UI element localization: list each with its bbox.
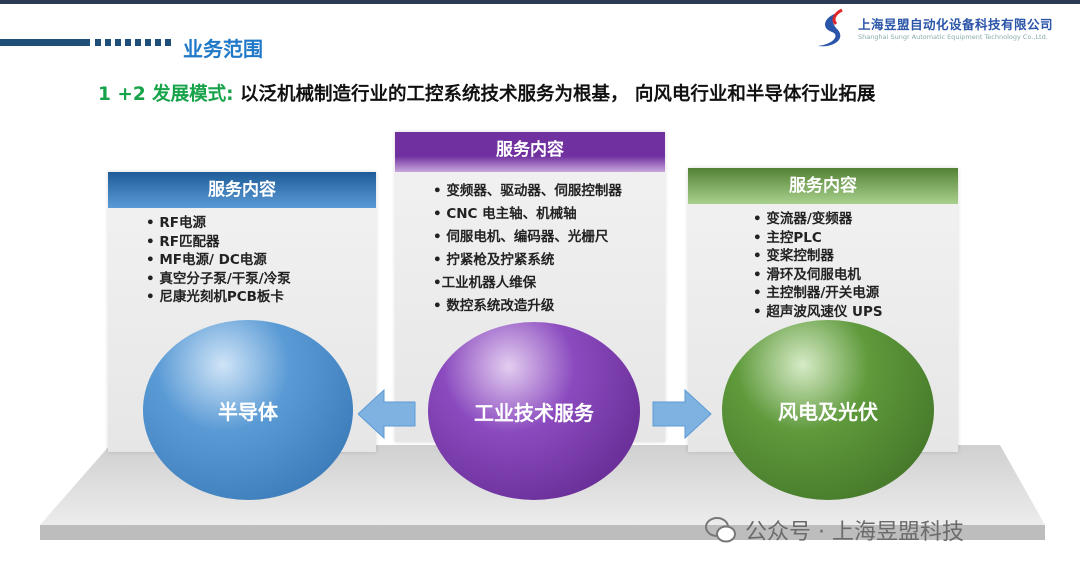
top-border <box>0 0 1080 4</box>
dash-decoration <box>155 39 161 46</box>
dash-decoration <box>115 39 121 46</box>
subtitle: 1 +2 发展模式: 以泛机械制造行业的工控系统技术服务为根基， 向风电行业和半… <box>98 80 875 106</box>
dash-decoration <box>95 39 101 46</box>
list-item: • 伺服电机、编码器、光栅尺 <box>433 229 609 245</box>
sphere-semiconductor: 半导体 <box>143 320 353 500</box>
list-item: • 滑环及伺服电机 <box>753 266 861 283</box>
company-name-en: Shanghai Sungr Automatic Equipment Techn… <box>858 33 1048 41</box>
list-item: • 数控系统改造升级 <box>433 298 555 314</box>
list-item: • 主控制器/开关电源 <box>753 285 880 301</box>
list-item: • 主控PLC <box>753 229 822 246</box>
subtitle-text: 以泛机械制造行业的工控系统技术服务为根基， 向风电行业和半导体行业拓展 <box>233 84 876 105</box>
dash-decoration <box>135 39 141 46</box>
arrow-left-icon <box>358 388 416 440</box>
list-item: • 变频器、驱动器、伺服控制器 <box>433 183 622 199</box>
sphere-industrial: 工业技术服务 <box>428 322 640 500</box>
panel-header: 服务内容 <box>108 172 376 208</box>
dash-decoration <box>105 39 111 46</box>
list-item: • RF匹配器 <box>146 233 220 250</box>
watermark: 公众号 · 上海昱盟科技 <box>705 514 964 546</box>
list-item: •工业机器人维保 <box>433 275 537 291</box>
logo-icon <box>818 8 843 47</box>
list-item: • RF电源 <box>146 215 206 231</box>
arrow-right-icon <box>652 388 712 440</box>
service-list: • 变流器/变频器 • 主控PLC • 变桨控制器 • 滑环及伺服电机 • 主控… <box>688 204 958 321</box>
title-bar-decoration <box>0 39 90 46</box>
list-item: • 变流器/变频器 <box>753 211 853 227</box>
panel-header: 服务内容 <box>395 132 665 172</box>
subtitle-highlight: 1 +2 发展模式: <box>98 84 234 105</box>
panel-header: 服务内容 <box>688 168 958 204</box>
dash-decoration <box>125 39 131 46</box>
list-item: • 拧紧枪及拧紧系统 <box>433 252 555 268</box>
list-item: • CNC 电主轴、机械轴 <box>433 206 577 222</box>
list-item: • 超声波风速仪 UPS <box>753 303 883 320</box>
watermark-text: 公众号 · 上海昱盟科技 <box>745 520 964 545</box>
company-name-cn: 上海昱盟自动化设备科技有限公司 <box>858 17 1054 32</box>
dash-decoration <box>165 39 171 46</box>
company-logo: 上海昱盟自动化设备科技有限公司 Shanghai Sungr Automatic… <box>810 8 1070 48</box>
list-item: • 真空分子泵/干泵/冷泵 <box>146 270 291 287</box>
service-list: • RF电源 • RF匹配器 • MF电源/ DC电源 • 真空分子泵/干泵/冷… <box>108 208 376 307</box>
dash-decoration <box>145 39 151 46</box>
sphere-wind: 风电及光伏 <box>722 320 934 500</box>
wechat-icon <box>705 517 736 543</box>
list-item: • 变桨控制器 <box>753 248 834 264</box>
list-item: • 尼康光刻机PCB板卡 <box>146 289 284 305</box>
section-title: 业务范围 <box>183 37 263 61</box>
list-item: • MF电源/ DC电源 <box>146 252 267 268</box>
service-list: • 变频器、驱动器、伺服控制器 • CNC 电主轴、机械轴 • 伺服电机、编码器… <box>395 172 665 318</box>
